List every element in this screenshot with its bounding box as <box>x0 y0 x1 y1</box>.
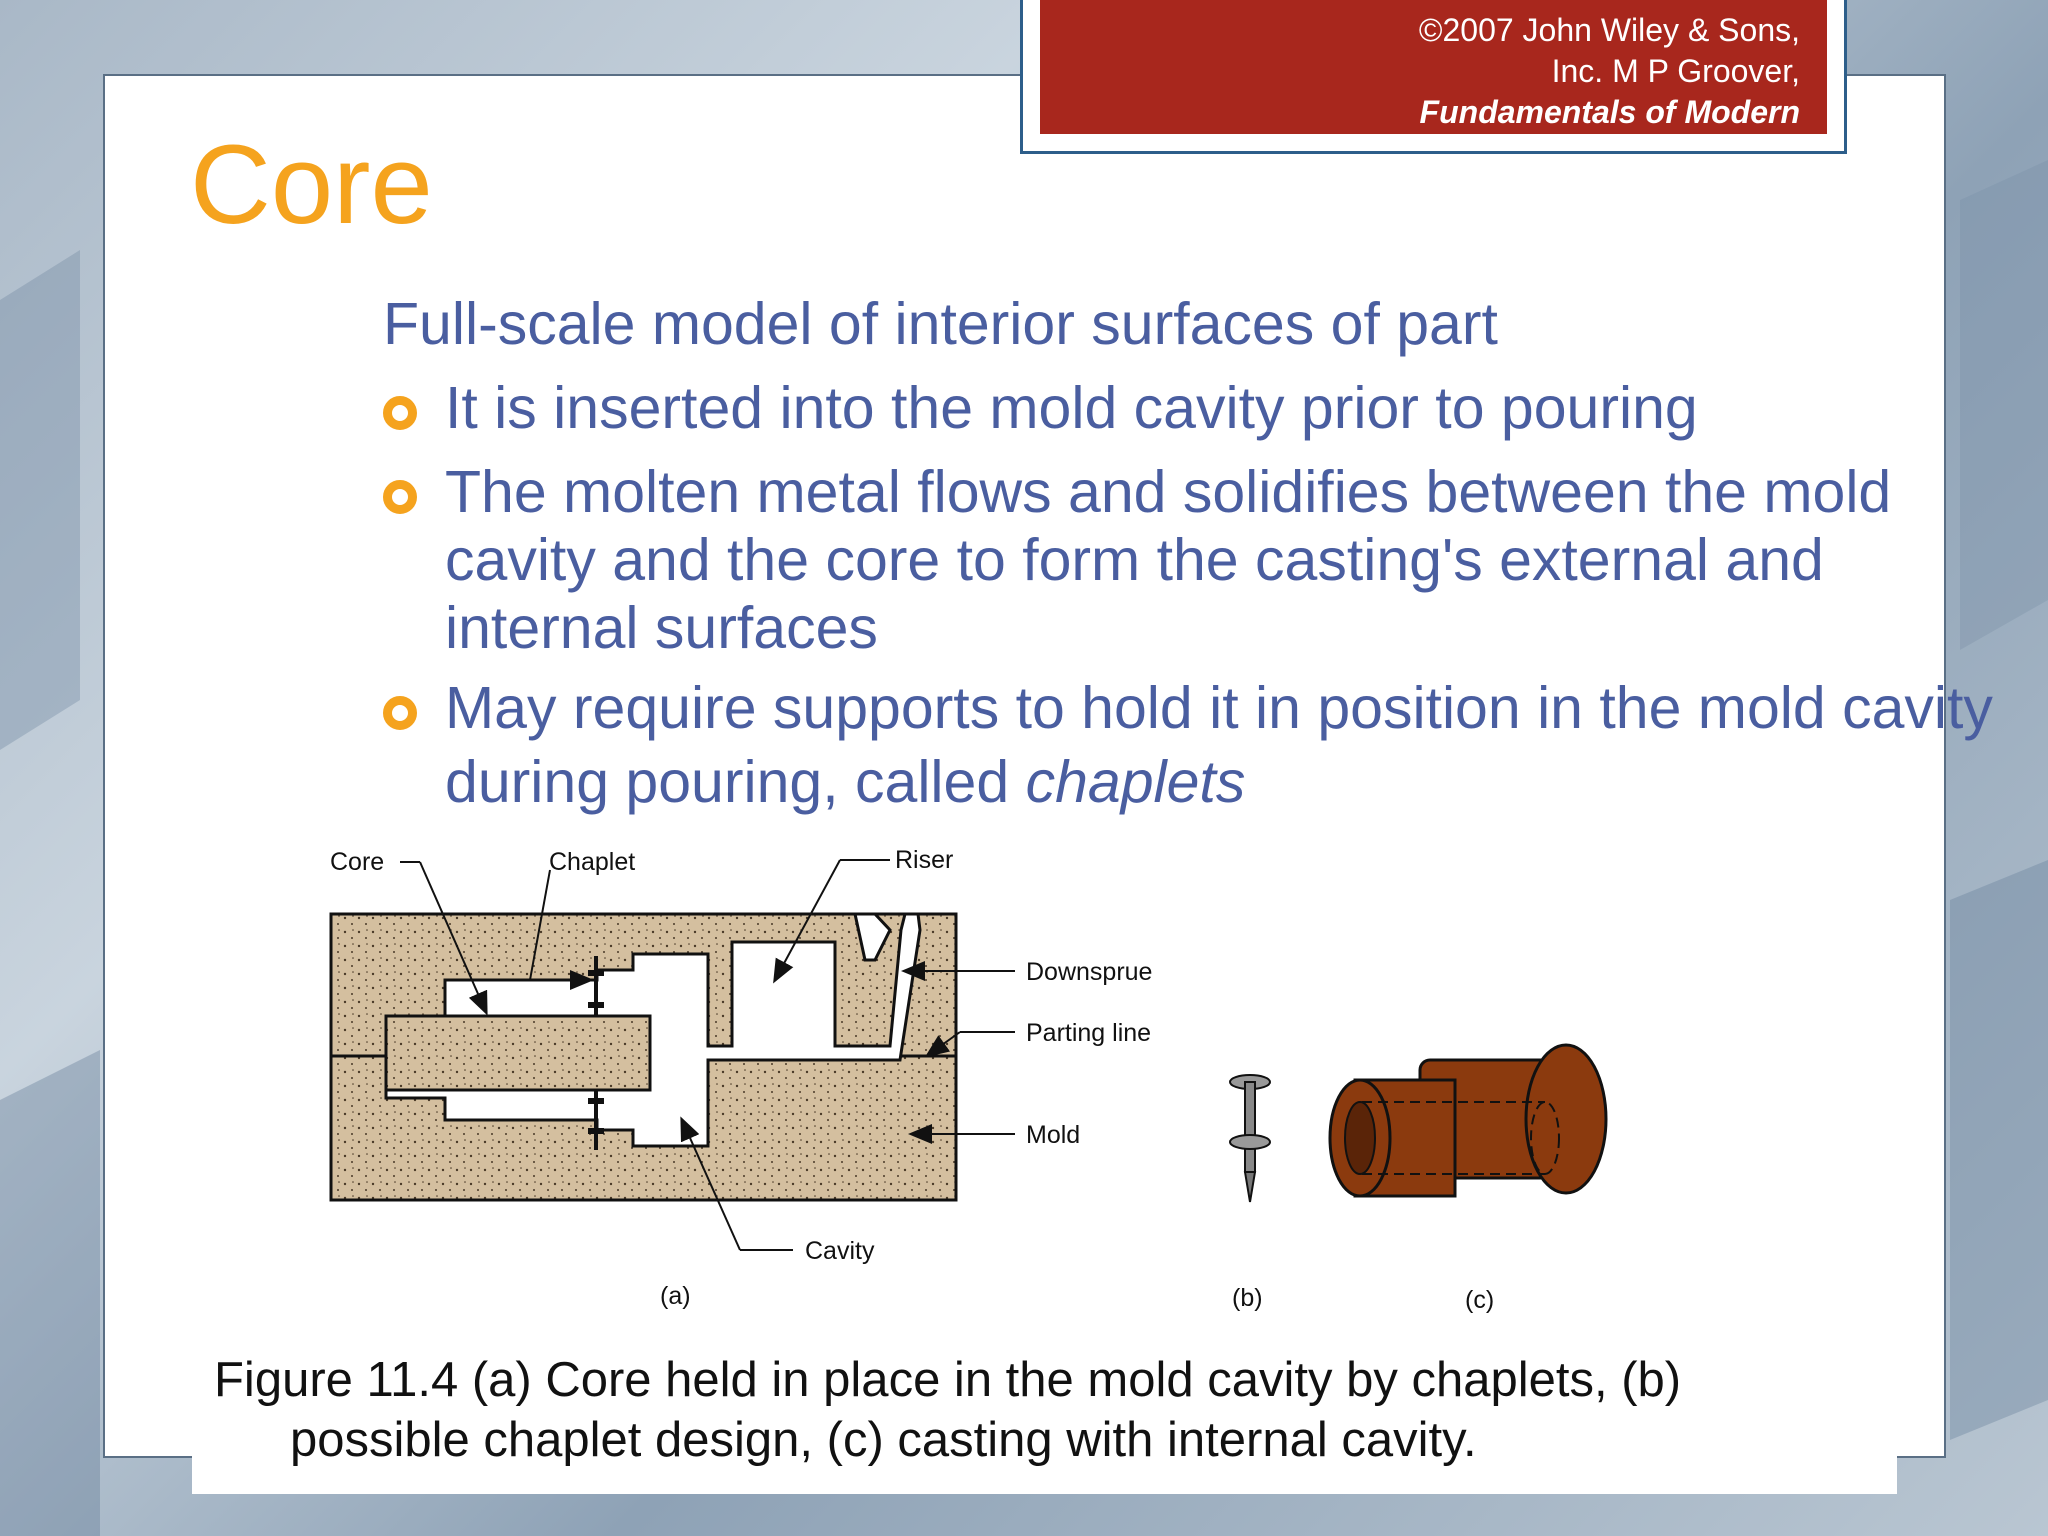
copyright-line1: ©2007 John Wiley & Sons, <box>1418 12 1800 48</box>
label-chaplet: Chaplet <box>549 848 635 876</box>
caption-line-1: Figure 11.4 (a) Core held in place in th… <box>214 1353 1682 1407</box>
caption-line-2: possible chaplet design, (c) casting wit… <box>290 1413 1477 1467</box>
label-core: Core <box>330 848 384 876</box>
copyright-line3: Fundamentals of Modern <box>1419 94 1800 130</box>
copyright-line2: Inc. M P Groover, <box>1551 53 1800 89</box>
figure-caption: Figure 11.4 (a) Core held in place in th… <box>192 1342 1897 1494</box>
casting-illustration <box>1328 1043 1608 1198</box>
chaplets-emphasis: chaplets <box>1025 749 1246 815</box>
bullet-1-line-1: It is inserted into the mold cavity prio… <box>445 375 1698 441</box>
bullet-3-line-2-text: during pouring, called <box>445 749 1026 815</box>
label-parting-line: Parting line <box>1026 1019 1151 1047</box>
chaplet-bottom <box>588 1090 604 1150</box>
label-downsprue: Downsprue <box>1026 958 1152 986</box>
slide <box>103 74 1946 1458</box>
core <box>384 1014 652 1092</box>
mold-diagram <box>329 859 1015 1251</box>
bullet-3-line-1: May require supports to hold it in posit… <box>445 675 1993 741</box>
bullet-2-line-1: The molten metal flows and solidifies be… <box>445 459 1892 525</box>
chaplet-top <box>588 956 604 1016</box>
bullet-3-line-2: during pouring, called chaplets <box>445 748 1245 816</box>
bullet-marker-icon <box>383 696 417 730</box>
copyright-banner: ©2007 John Wiley & Sons, Inc. M P Groove… <box>1040 0 1827 134</box>
figure-11-4: Core Chaplet Riser Downsprue Parting lin… <box>329 846 1608 1314</box>
label-mold: Mold <box>1026 1121 1080 1149</box>
label-c: (c) <box>1465 1286 1494 1314</box>
bullet-2-line-2: cavity and the core to form the casting'… <box>445 527 1824 593</box>
slide-title: Core <box>190 122 433 247</box>
chaplet-illustration <box>1229 1074 1271 1203</box>
bullet-marker-icon <box>383 480 417 514</box>
subtitle: Full-scale model of interior surfaces of… <box>383 291 1498 357</box>
label-riser: Riser <box>895 846 953 874</box>
bullet-marker-icon <box>383 396 417 430</box>
riser-cup <box>853 912 892 962</box>
bullet-2-line-3: internal surfaces <box>445 595 878 661</box>
label-a: (a) <box>660 1282 691 1310</box>
label-cavity: Cavity <box>805 1237 875 1265</box>
label-b: (b) <box>1232 1284 1263 1312</box>
